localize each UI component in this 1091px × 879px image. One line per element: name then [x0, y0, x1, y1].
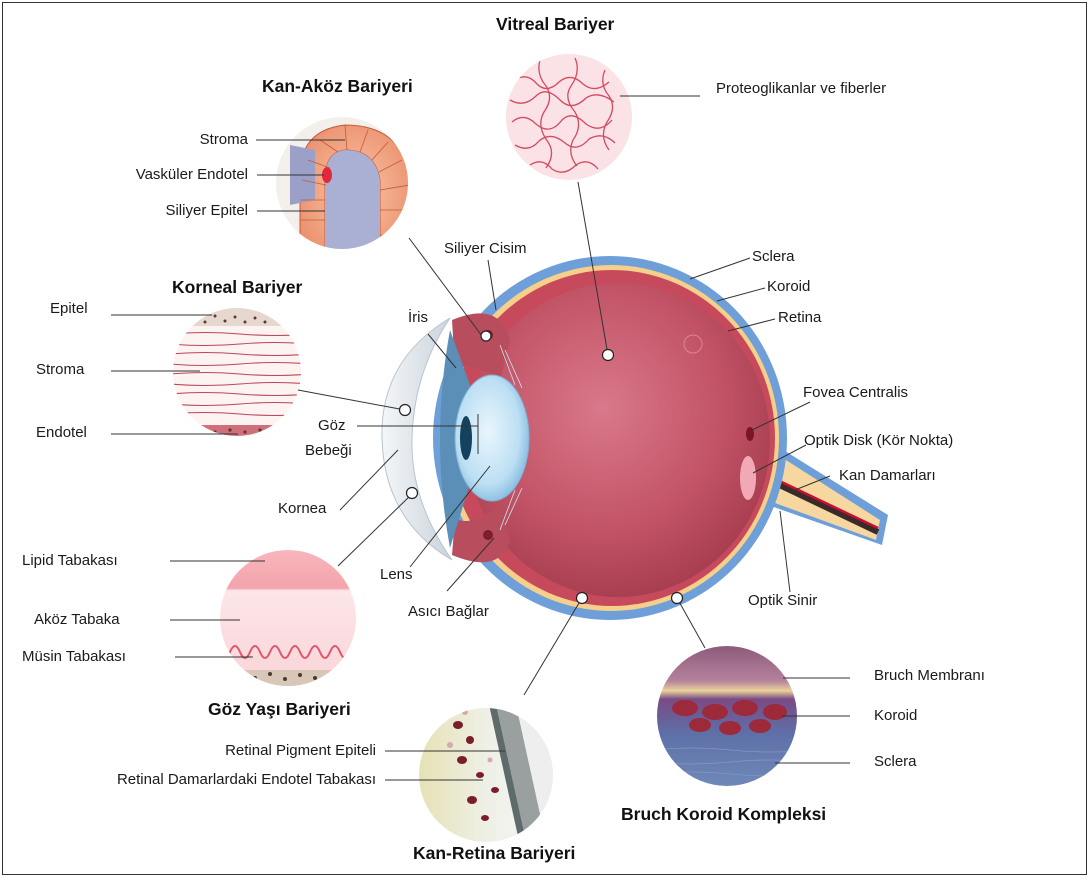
label-siliyer-cisim: Siliyer Cisim [444, 240, 527, 258]
label-endotel: Endotel [36, 424, 87, 442]
label-lens: Lens [380, 566, 413, 584]
label-optik-disk: Optik Disk (Kör Nokta) [804, 432, 953, 450]
label-sclera-bruch: Sclera [874, 753, 917, 771]
title-kan-retina-bariyeri: Kan-Retina Bariyeri [413, 843, 575, 863]
label-kan-damarlari: Kan Damarları [839, 467, 936, 485]
label-stroma-korneal: Stroma [36, 361, 84, 379]
label-goz: Göz [318, 417, 346, 435]
label-siliyer-epitel: Siliyer Epitel [110, 202, 248, 220]
kan-retina-inset [419, 700, 560, 850]
label-fovea-centralis: Fovea Centralis [803, 384, 908, 402]
kan-akoz-inset [276, 117, 412, 260]
title-bruch-koroid-kompleksi: Bruch Koroid Kompleksi [621, 804, 826, 824]
label-retina-eye: Retina [778, 309, 821, 327]
vitreal-inset [506, 54, 632, 180]
title-goz-yasi-bariyeri: Göz Yaşı Bariyeri [208, 699, 351, 719]
label-musin-tabakasi: Müsin Tabakası [22, 648, 126, 666]
label-optik-sinir: Optik Sinir [748, 592, 817, 610]
label-retinal-endotel: Retinal Damarlardaki Endotel Tabakası [20, 771, 376, 789]
label-stroma-kan-akoz: Stroma [150, 131, 248, 149]
label-vaskuler-endotel: Vasküler Endotel [90, 166, 248, 184]
label-koroid-eye: Koroid [767, 278, 810, 296]
korneal-inset [170, 308, 310, 437]
label-asici-baglar: Asıcı Bağlar [408, 603, 489, 621]
title-vitreal-bariyer: Vitreal Bariyer [496, 14, 614, 34]
label-kornea: Kornea [278, 500, 326, 518]
label-lipid-tabakasi: Lipid Tabakası [22, 552, 118, 570]
label-epitel: Epitel [50, 300, 88, 318]
label-akoz-tabaka: Aköz Tabaka [34, 611, 120, 629]
label-bebegi: Bebeği [305, 442, 352, 460]
label-retinal-pigment-epiteli: Retinal Pigment Epiteli [140, 742, 376, 760]
label-bruch-membrani: Bruch Membranı [874, 667, 985, 685]
label-iris: İris [408, 309, 428, 327]
label-koroid-bruch: Koroid [874, 707, 917, 725]
label-proteoglikanlar: Proteoglikanlar ve fiberler [716, 80, 886, 98]
label-sclera-eye: Sclera [752, 248, 795, 266]
title-kan-akoz-bariyeri: Kan-Aköz Bariyeri [262, 76, 413, 96]
title-korneal-bariyer: Korneal Bariyer [172, 277, 302, 297]
